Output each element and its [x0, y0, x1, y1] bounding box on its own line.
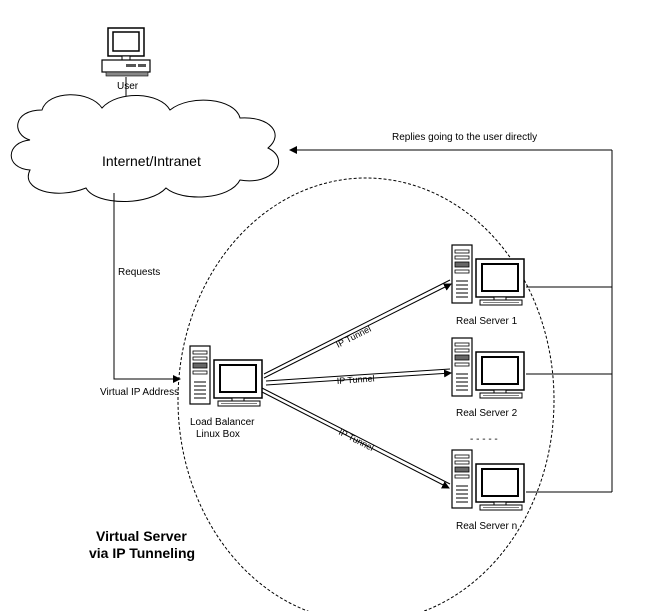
ip-tunnel-1-label: IP Tunnel	[334, 324, 372, 350]
user-workstation-icon	[101, 27, 151, 77]
replies-link	[289, 146, 613, 493]
cloud-label: Internet/Intranet	[102, 153, 201, 169]
diagram-caption-line1: Virtual Server	[96, 528, 187, 544]
ip-tunnel-3	[261, 387, 451, 489]
real-server-n-icon	[451, 449, 525, 511]
ip-tunnel-3-label: IP Tunnel	[337, 427, 375, 453]
real-server-2-label: Real Server 2	[456, 408, 518, 419]
load-balancer-label-line2: Linux Box	[196, 429, 240, 440]
requests-label: Requests	[118, 267, 160, 278]
real-server-2-icon	[451, 337, 525, 399]
ip-tunnel-2-label: IP Tunnel	[336, 373, 374, 386]
user-label: User	[117, 81, 139, 92]
ip-tunnel-1	[263, 279, 452, 379]
real-server-1-label: Real Server 1	[456, 316, 518, 327]
ip-tunnel-2	[265, 368, 452, 386]
cloud-icon	[10, 94, 280, 202]
requests-link	[113, 193, 181, 383]
diagram-caption-line2: via IP Tunneling	[89, 545, 195, 561]
load-balancer-label-line1: Load Balancer	[190, 417, 255, 428]
load-balancer-icon	[189, 345, 263, 407]
server-ellipsis: - - - - -	[470, 434, 498, 445]
virtual-server-boundary	[177, 177, 555, 611]
real-server-n-label: Real Server n	[456, 521, 517, 532]
virtual-ip-label: Virtual IP Address	[100, 387, 179, 398]
real-server-1-icon	[451, 244, 525, 306]
replies-label: Replies going to the user directly	[392, 132, 537, 143]
